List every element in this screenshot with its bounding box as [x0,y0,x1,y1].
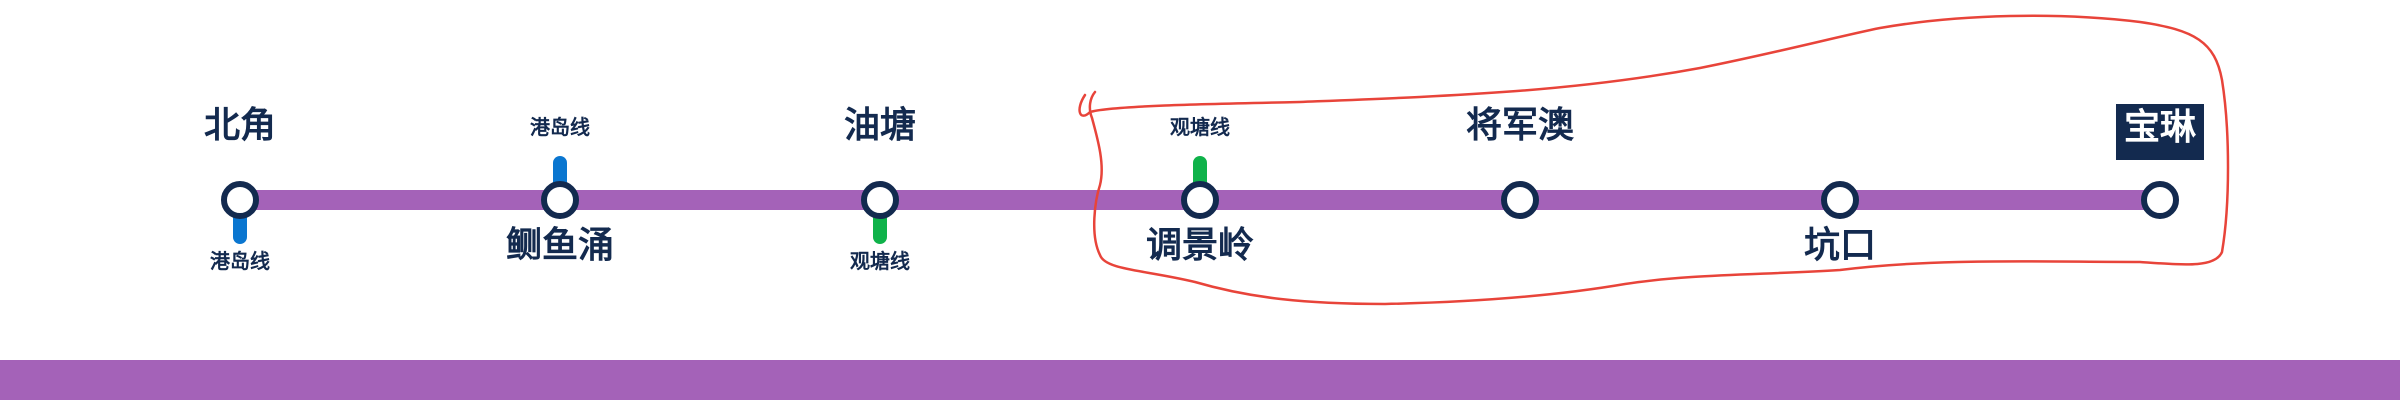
station-node[interactable] [861,181,899,219]
footer-line-band [0,360,2400,400]
station-name: 将军澳 [1465,105,1575,146]
station-node[interactable] [1821,181,1859,219]
station-node[interactable] [541,181,579,219]
interchange-line-label: 观塘线 [1170,115,1230,139]
station-node[interactable] [1501,181,1539,219]
interchange-line-label: 港岛线 [210,249,270,273]
interchange-line-label: 港岛线 [530,115,590,139]
station-node[interactable] [2141,181,2179,219]
station-name: 油塘 [843,105,917,146]
station-name: 坑口 [1803,225,1877,266]
station-name: 鲗鱼涌 [505,225,615,266]
interchange-line-label: 观塘线 [850,249,910,273]
station-node[interactable] [221,181,259,219]
station-node[interactable] [1181,181,1219,219]
station-name: 调景岭 [1145,225,1255,266]
hand-drawn-annotation-loop [1078,14,2230,306]
current-station-label: 宝琳 [2115,104,2205,160]
station-name: 北角 [203,105,277,146]
